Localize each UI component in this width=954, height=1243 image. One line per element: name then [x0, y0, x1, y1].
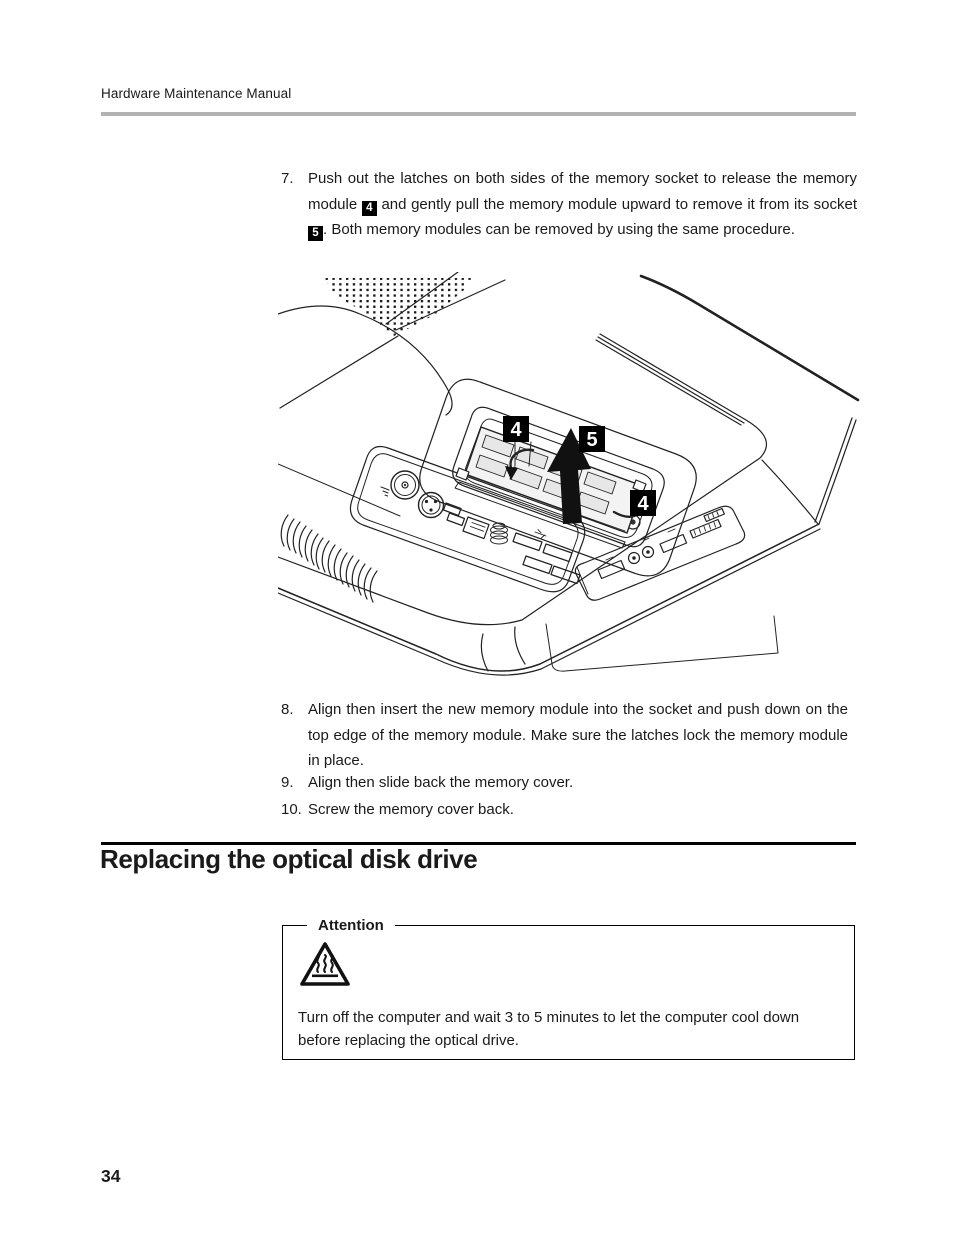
latch-arrow-left: [505, 448, 535, 480]
step-number: 10.: [281, 801, 302, 818]
callout-badge-4-right: 4: [630, 490, 656, 516]
section-title: Replacing the optical disk drive: [100, 844, 478, 874]
usb-port-side-2: [659, 533, 688, 554]
attention-label: Attention: [307, 916, 395, 935]
callout-badge-5: 5: [579, 426, 605, 452]
step-7: 7. Push out the latches on both sides of…: [281, 166, 857, 243]
latch-left: [455, 467, 470, 481]
memory-compartment: [419, 378, 697, 577]
step-number: 7.: [281, 170, 294, 187]
usb-ports-rear: [512, 532, 581, 585]
usb-port-side-1: [597, 559, 626, 580]
page-number: 34: [101, 1166, 121, 1186]
step7-text-1: Push out the latches on both sides of th…: [308, 170, 857, 213]
card-reader-slot-2: [703, 507, 725, 523]
callout-badge-4-inline: 4: [361, 200, 377, 216]
small-ports: [442, 502, 466, 527]
step-text: Screw the memory cover back.: [308, 801, 514, 818]
step-text: Align then insert the new memory module …: [308, 701, 848, 769]
step-text: Push out the latches on both sides of th…: [308, 166, 857, 243]
step-9: 9. Align then slide back the memory cove…: [281, 770, 849, 796]
din-connector: [417, 491, 445, 519]
svg-text:4: 4: [510, 419, 522, 441]
audio-jack-2: [641, 545, 655, 559]
svg-text:4: 4: [637, 493, 649, 515]
side-port-strip: [574, 505, 746, 601]
callout-badge-5-inline: 5: [308, 226, 323, 241]
vent-slots: [280, 514, 378, 603]
usb-icon: [534, 529, 547, 539]
step-10: 10. Screw the memory cover back.: [281, 797, 849, 823]
document-header: Hardware Maintenance Manual: [101, 86, 292, 101]
step-text: Align then slide back the memory cover.: [308, 774, 574, 791]
step7-text-2: and gently pull the memory module upward…: [381, 195, 858, 213]
step-number: 9.: [281, 774, 294, 791]
audio-jack-1: [627, 551, 641, 565]
speaker-perforations: [324, 278, 472, 336]
attention-box: Attention Turn off the computer and wait…: [282, 916, 855, 1060]
ethernet-port: [462, 516, 490, 540]
computer-back-outline: [278, 274, 860, 676]
section-rule: [101, 842, 856, 845]
svg-text:5: 5: [586, 429, 597, 451]
header-rule: [101, 112, 856, 116]
power-connector: [390, 470, 420, 500]
antenna-icon: [380, 486, 390, 497]
step7-text-3: . Both memory modules can be removed by …: [323, 221, 795, 238]
attention-body: Turn off the computer and wait 3 to 5 mi…: [298, 1009, 800, 1049]
card-reader-slot: [689, 518, 722, 539]
callout-badge-4-left: 4: [503, 416, 529, 442]
hot-surface-icon: [300, 942, 350, 986]
step-number: 8.: [281, 701, 294, 718]
stand-cover-dome: [278, 272, 506, 416]
step-8: 8. Align then insert the new memory modu…: [281, 697, 849, 774]
memory-removal-figure: 4 5 4: [278, 272, 860, 676]
